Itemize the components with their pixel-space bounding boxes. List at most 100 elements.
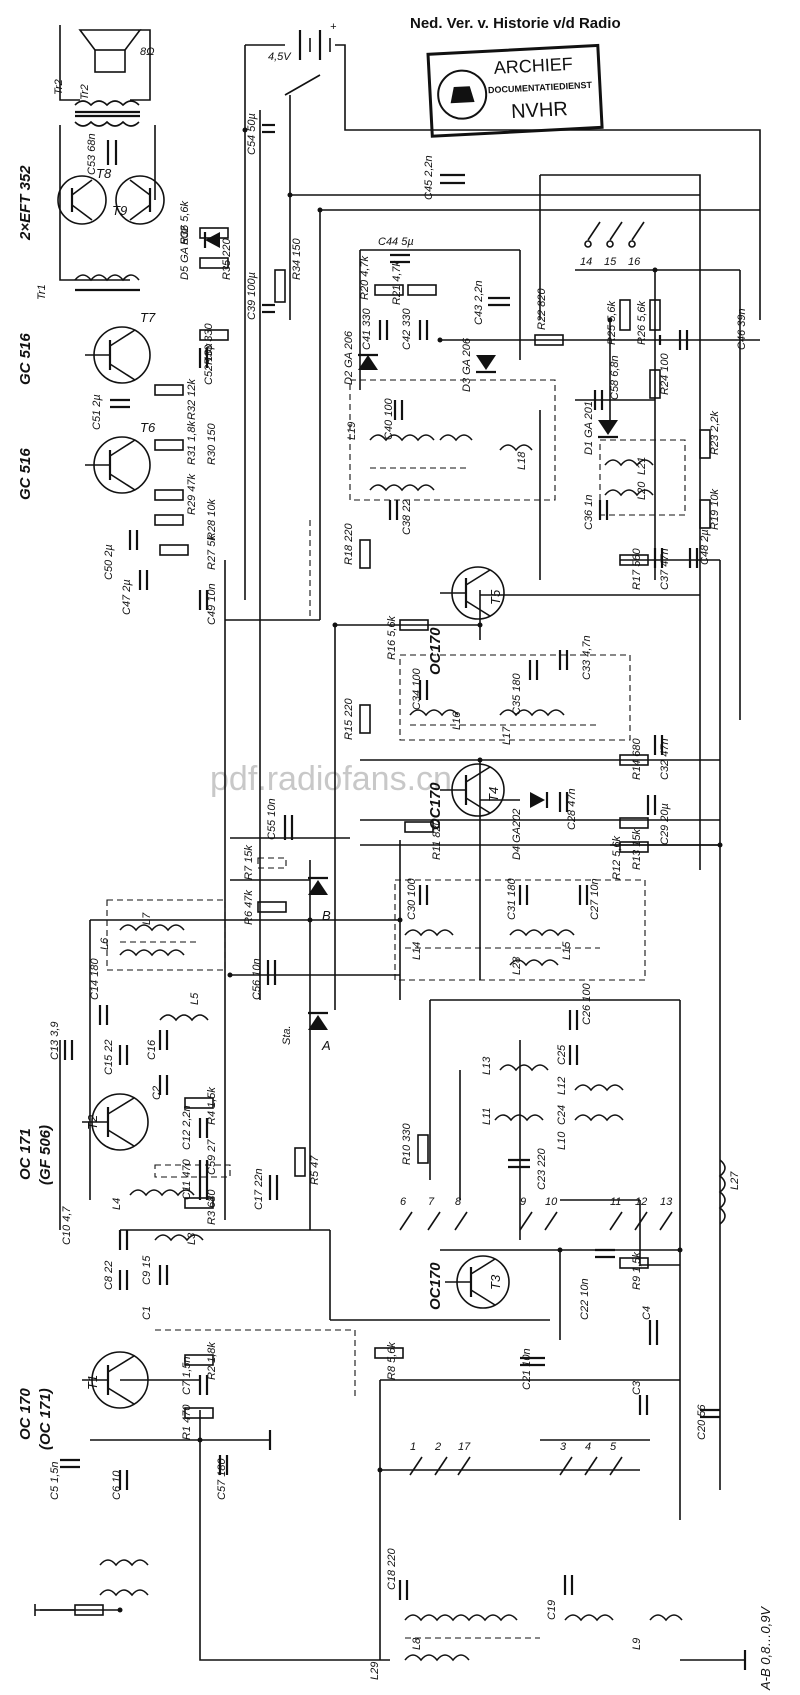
lbl-r12: R12 5,6k xyxy=(611,835,623,880)
lbl-c39: C39 100µ xyxy=(246,272,258,320)
lbl-c52: C52 10µ xyxy=(203,343,215,385)
lbl-r34: R34 150 xyxy=(291,238,303,280)
lbl-c40: C40 100 xyxy=(383,398,395,440)
transistor-t7: T7 xyxy=(85,310,156,384)
diode-d5 xyxy=(203,232,220,248)
lbl-c12: C12 2,2n xyxy=(181,1105,193,1150)
lbl-c57: C57 180 xyxy=(216,1458,228,1500)
resistors xyxy=(74,227,711,1616)
lbl-l13: L13 xyxy=(481,1056,493,1075)
switch-group-6-10[interactable] xyxy=(399,1211,673,1231)
label-t5: T5 xyxy=(488,589,503,605)
diodes xyxy=(203,232,618,1030)
lbl-c55: C55 10n xyxy=(266,798,278,840)
lbl-c22: C22 10n xyxy=(579,1278,591,1320)
lbl-c58: C58 6,8n xyxy=(609,355,621,400)
lbl-l18: L18 xyxy=(516,451,528,470)
lbl-l3: L3 xyxy=(186,1232,198,1245)
lbl-l28: L28 xyxy=(511,956,523,975)
sw-4: 4 xyxy=(585,1441,591,1453)
band-switches[interactable] xyxy=(399,221,673,1476)
diode-sta xyxy=(308,1011,328,1030)
sw-6: 6 xyxy=(400,1196,407,1208)
type-t6: GC 516 xyxy=(17,448,34,500)
transistor-t4: T4 xyxy=(440,763,505,817)
lbl-r21: R21 4,7k xyxy=(391,260,403,305)
lbl-l7: L7 xyxy=(141,912,153,925)
lbl-l17: L17 xyxy=(501,726,513,745)
lbl-c24: C24 xyxy=(556,1105,568,1125)
diode-d4 xyxy=(530,792,549,808)
coils xyxy=(74,274,726,1662)
diode-b xyxy=(308,876,328,895)
lbl-r27: R27 5k xyxy=(206,535,218,570)
lbl-l4: L4 xyxy=(111,1198,123,1210)
lbl-c15: C15 22 xyxy=(103,1040,115,1075)
label-t9: T9 xyxy=(112,203,127,218)
output-transformer-tr2: Tr2 xyxy=(53,79,140,127)
switch-group-1-5[interactable] xyxy=(409,1456,623,1476)
type-t1: OC 170 xyxy=(17,1388,34,1440)
lbl-l5: L5 xyxy=(189,992,201,1005)
lbl-r35: R35 220 xyxy=(221,238,233,280)
sw-15: 15 xyxy=(604,256,617,268)
lbl-r4: R4 1,5k xyxy=(206,1087,218,1125)
archive-stamp: ARCHIEF DOCUMENTATIEDIENST NVHR xyxy=(426,43,604,138)
lbl-point-b: B xyxy=(322,908,331,923)
lbl-r15: R15 220 xyxy=(343,698,355,740)
lbl-r22: R22 820 xyxy=(536,288,548,330)
lbl-r36: R36 5,6k xyxy=(179,200,191,245)
lbl-tr2: Tr2 xyxy=(79,84,91,100)
lbl-l9: L9 xyxy=(631,1638,643,1650)
lbl-r6: R6 47k xyxy=(243,890,255,925)
lbl-c47: C47 2µ xyxy=(121,579,133,615)
label-t4: T4 xyxy=(486,787,501,802)
sw-11: 11 xyxy=(610,1196,621,1208)
lbl-c45: C45 2,2n xyxy=(423,155,435,200)
lbl-r2: R2 1,8k xyxy=(206,1342,218,1380)
lbl-l20: L20 xyxy=(636,481,648,500)
battery: + 4,5V xyxy=(268,21,337,63)
lbl-c59: C59 27 xyxy=(206,1139,218,1175)
lbl-r29: R29 47k xyxy=(186,474,198,515)
lbl-l16: L16 xyxy=(451,711,463,730)
lbl-c9: C9 15 xyxy=(141,1255,153,1285)
stamp-line-archief: ARCHIEF xyxy=(493,54,573,78)
switch-group-14-16[interactable] xyxy=(584,221,645,248)
lbl-l21: L21 xyxy=(636,457,648,475)
type-t2: OC 171 xyxy=(17,1128,34,1180)
lbl-r28: R28 10k xyxy=(206,499,218,540)
lbl-d3: D3 GA 206 xyxy=(461,337,473,392)
lbl-r20: R20 4,7k xyxy=(359,255,371,300)
transistor-t8: T8 xyxy=(57,166,112,225)
sw-13: 13 xyxy=(660,1196,673,1208)
transistor-t2: T2 xyxy=(82,1093,149,1151)
transistor-t3: T3 xyxy=(445,1255,510,1309)
type-t8t9: 2×EFT 352 xyxy=(17,165,34,241)
lbl-c2: C2 xyxy=(151,1086,163,1100)
label-tr2: Tr2 xyxy=(53,79,65,95)
radio-tube-logo-body xyxy=(450,86,475,104)
lbl-l29: L29 xyxy=(369,1662,381,1680)
lbl-l12: L12 xyxy=(556,1077,568,1095)
lbl-c31: C31 180 xyxy=(506,878,518,920)
lbl-c21: C21 10n xyxy=(521,1348,533,1390)
lbl-c29: C29 20µ xyxy=(659,803,671,845)
lbl-c38: C38 22 xyxy=(401,500,413,535)
lbl-c53: C53 68n xyxy=(86,133,98,175)
lbl-r11: R11 820 xyxy=(431,818,443,860)
sw-12: 12 xyxy=(635,1196,647,1208)
sw-10: 10 xyxy=(545,1196,558,1208)
junction-dots xyxy=(117,127,723,1613)
lbl-r13: R13 15k xyxy=(631,829,643,870)
sw-8: 8 xyxy=(455,1196,462,1208)
type-t5: OC170 xyxy=(427,627,444,675)
lbl-d1: D1 GA 201 xyxy=(583,401,595,455)
lbl-r26: R26 5,6k xyxy=(636,300,648,345)
lbl-l27: L27 xyxy=(729,1171,741,1190)
sw-9: 9 xyxy=(520,1196,526,1208)
lbl-c42: C42 330 xyxy=(401,308,413,350)
lbl-c30: C30 100 xyxy=(406,878,418,920)
lbl-r18: R18 220 xyxy=(343,523,355,565)
transistor-t5: T5 xyxy=(440,566,505,620)
